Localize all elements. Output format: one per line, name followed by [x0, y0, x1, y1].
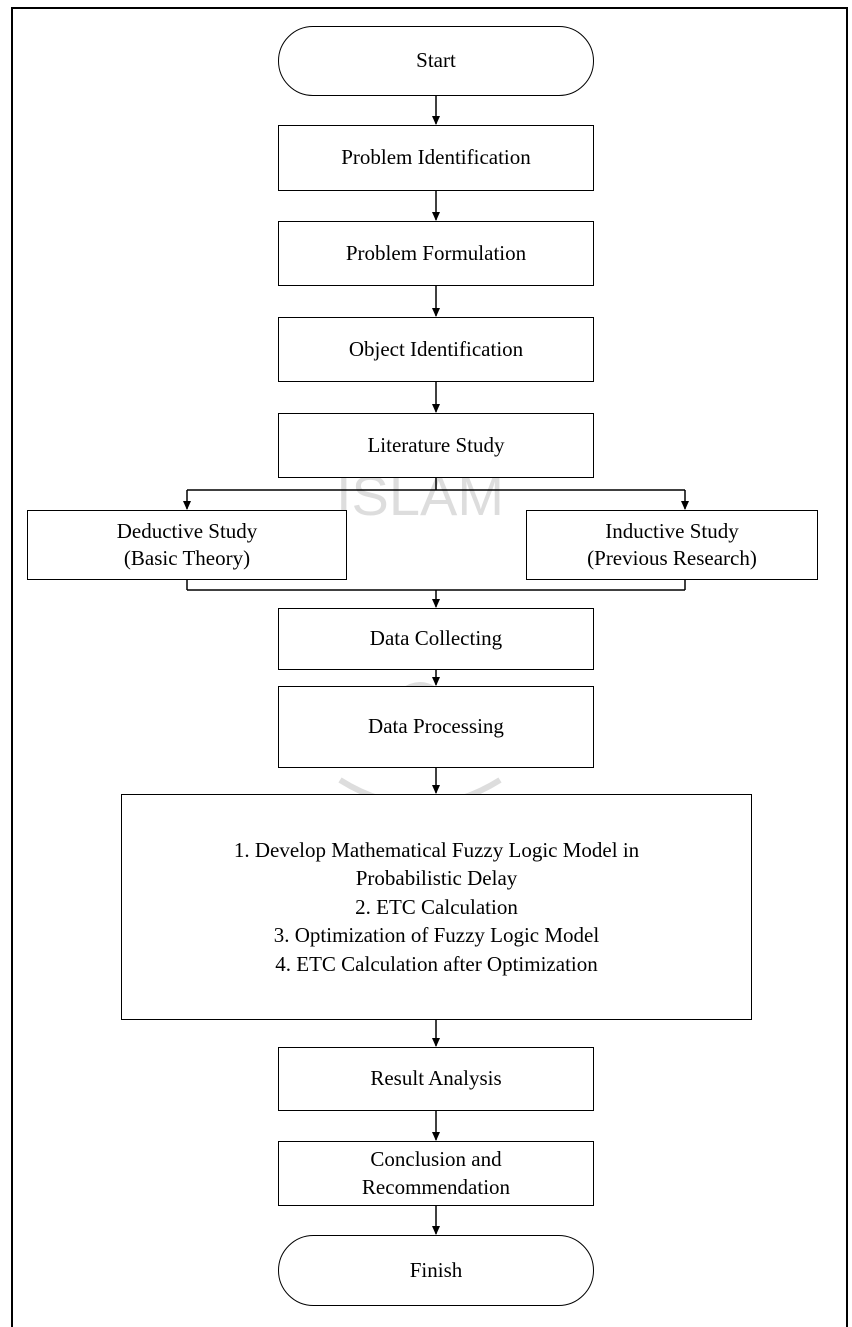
object-identification-label: Object Identification	[348, 336, 524, 361]
page-border	[11, 7, 848, 1327]
start-node: Start	[278, 26, 594, 96]
problem-identification-label: Problem Identification	[341, 145, 531, 170]
method-step-2: 2. ETC Calculation	[355, 894, 518, 919]
method-step-4: 4. ETC Calculation after Optimization	[275, 951, 598, 976]
conclusion-box: Conclusion and Recommendation	[278, 1141, 594, 1206]
data-collecting-label: Data Collecting	[369, 626, 503, 651]
object-identification-box: Object Identification	[278, 317, 594, 382]
method-step-3: 3. Optimization of Fuzzy Logic Model	[273, 923, 600, 948]
literature-study-label: Literature Study	[367, 432, 505, 457]
method-step-1-cont: Probabilistic Delay	[355, 866, 518, 891]
start-label: Start	[416, 48, 456, 73]
inductive-study-box: Inductive Study (Previous Research)	[526, 510, 818, 580]
method-step-1: 1. Develop Mathematical Fuzzy Logic Mode…	[233, 837, 640, 862]
data-processing-box: Data Processing	[278, 686, 594, 768]
deductive-study-line-1: Deductive Study	[116, 518, 258, 543]
data-collecting-box: Data Collecting	[278, 608, 594, 670]
finish-label: Finish	[409, 1257, 463, 1282]
problem-formulation-label: Problem Formulation	[345, 240, 527, 265]
problem-formulation-box: Problem Formulation	[278, 221, 594, 286]
result-analysis-label: Result Analysis	[370, 1066, 502, 1091]
inductive-study-line-1: Inductive Study	[605, 518, 739, 543]
data-processing-label: Data Processing	[368, 714, 504, 739]
result-analysis-box: Result Analysis	[278, 1047, 594, 1111]
deductive-study-line-2: (Basic Theory)	[123, 546, 251, 570]
deductive-study-box: Deductive Study (Basic Theory)	[27, 510, 347, 580]
conclusion-line-1: Conclusion and	[370, 1147, 502, 1172]
problem-identification-box: Problem Identification	[278, 125, 594, 191]
literature-study-box: Literature Study	[278, 413, 594, 478]
finish-node: Finish	[278, 1235, 594, 1306]
conclusion-line-2: Recommendation	[361, 1174, 511, 1199]
inductive-study-line-2: (Previous Research)	[587, 546, 757, 570]
method-steps-box: 1. Develop Mathematical Fuzzy Logic Mode…	[121, 794, 752, 1020]
